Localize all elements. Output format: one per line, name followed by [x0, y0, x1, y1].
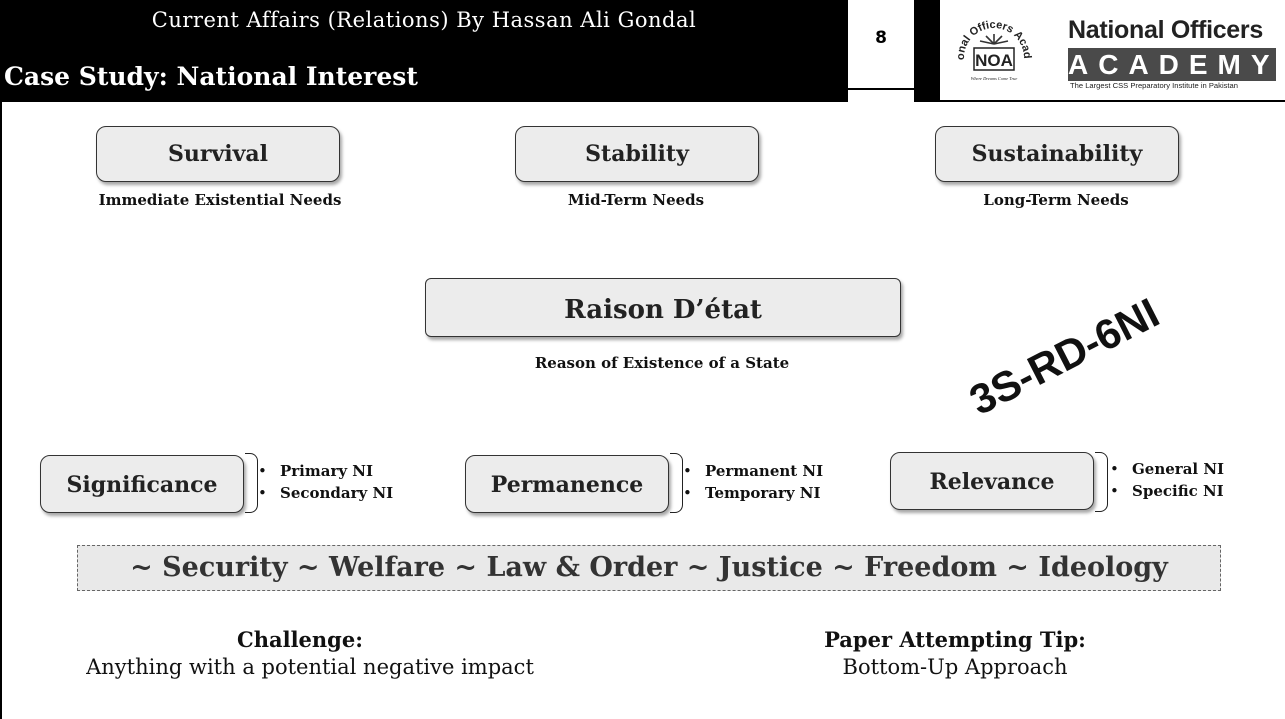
relevance-brace [1095, 452, 1108, 512]
challenge-text: Anything with a potential negative impac… [86, 655, 534, 679]
sustainability-caption: Long-Term Needs [983, 191, 1129, 209]
academy-wordmark: ACADEMY [1068, 48, 1280, 81]
raison-detat-caption: Reason of Existence of a State [534, 354, 790, 372]
list-item: Secondary NI [258, 482, 393, 504]
list-item: Permanent NI [683, 460, 823, 482]
header-title-bar [0, 0, 848, 102]
list-item: Primary NI [258, 460, 393, 482]
significance-list: Primary NI Secondary NI [258, 460, 393, 504]
seal-motto: Where Dreams Come True [971, 76, 1018, 81]
tip-text: Bottom-Up Approach [842, 655, 1068, 679]
list-item: General NI [1110, 458, 1224, 480]
academy-name: National Officers [1068, 16, 1263, 44]
stability-caption: Mid-Term Needs [567, 191, 705, 209]
permanence-brace [670, 453, 683, 513]
relevance-box: Relevance [890, 452, 1094, 510]
academy-logo: National Officers Academy NOA Where Drea… [940, 0, 1285, 102]
case-study-title: Case Study: National Interest [4, 62, 418, 91]
sustainability-box: Sustainability [935, 126, 1179, 182]
seal-abbreviation: NOA [975, 51, 1013, 70]
header-divider [914, 0, 940, 102]
national-interest-values: ~ Security ~ Welfare ~ Law & Order ~ Jus… [77, 545, 1221, 591]
list-item: Specific NI [1110, 480, 1224, 502]
page-number-box: 8 [848, 0, 914, 90]
page-border-left [0, 102, 2, 719]
permanence-list: Permanent NI Temporary NI [683, 460, 823, 504]
stability-box: Stability [515, 126, 759, 182]
permanence-box: Permanence [465, 455, 669, 513]
academy-tagline: The Largest CSS Preparatory Institute in… [1070, 81, 1238, 90]
survival-box: Survival [96, 126, 340, 182]
relevance-list: General NI Specific NI [1110, 458, 1224, 502]
raison-detat-box: Raison D’état [425, 278, 901, 337]
list-item: Temporary NI [683, 482, 823, 504]
course-title: Current Affairs (Relations) By Hassan Al… [151, 8, 697, 32]
page-number: 8 [875, 28, 887, 48]
significance-box: Significance [40, 455, 244, 513]
mnemonic-code: 3S-RD-6NI [962, 288, 1167, 424]
academy-seal-icon: National Officers Academy NOA Where Drea… [950, 8, 1033, 81]
significance-brace [245, 453, 258, 513]
tip-heading: Paper Attempting Tip: [824, 627, 1086, 652]
challenge-heading: Challenge: [237, 627, 363, 652]
slide-header: Current Affairs (Relations) By Hassan Al… [0, 0, 1285, 102]
survival-caption: Immediate Existential Needs [98, 191, 342, 209]
